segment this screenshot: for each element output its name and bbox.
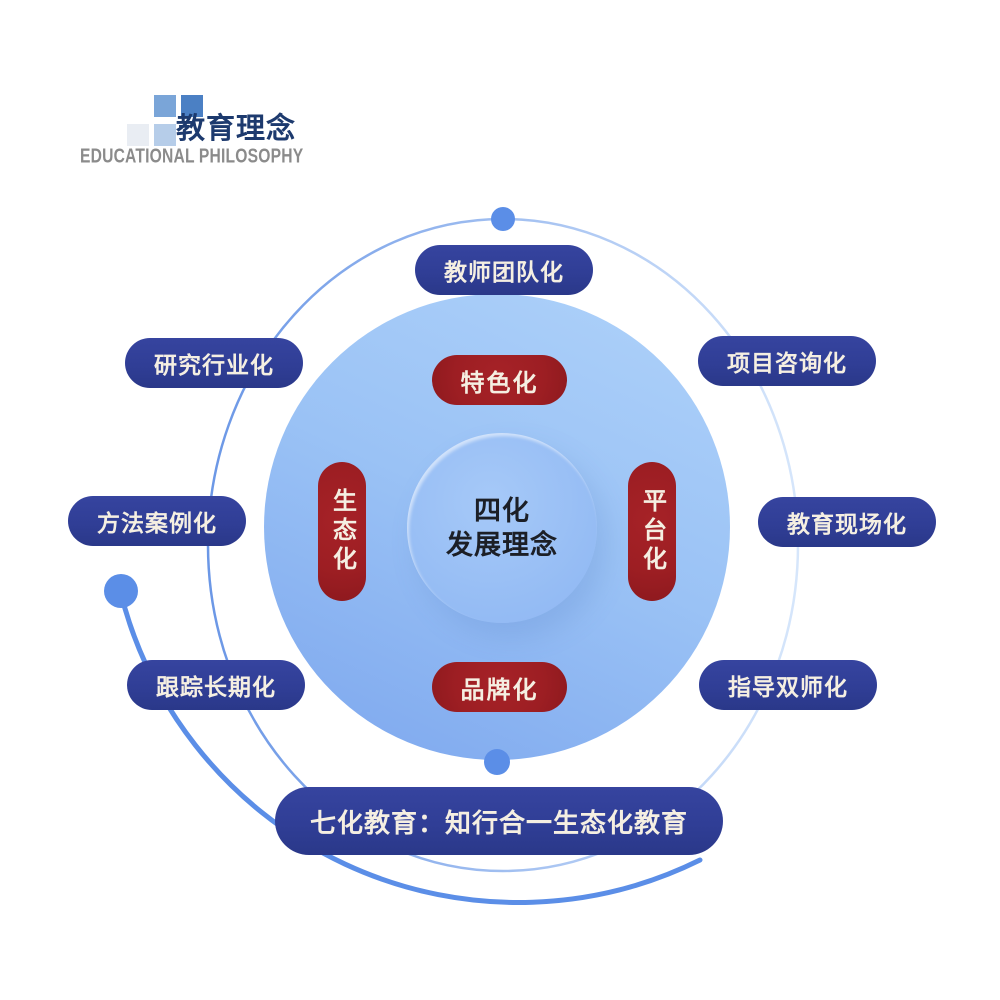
orbit-dot-top-icon	[491, 207, 515, 231]
outer-pill-left: 方法案例化	[68, 496, 246, 546]
outer-pill-upper-left: 研究行业化	[125, 338, 303, 388]
logo-square-icon	[127, 124, 149, 146]
outer-pill-lower-left: 跟踪长期化	[127, 660, 305, 710]
inner-pill-bottom: 品牌化	[432, 662, 567, 712]
logo-square-icon	[181, 95, 203, 117]
logo-square-icon	[154, 95, 176, 117]
inner-pill-top: 特色化	[432, 355, 567, 405]
logo-subtitle: EDUCATIONAL PHILOSOPHY	[80, 145, 304, 168]
logo-title: 教育理念	[176, 113, 297, 145]
inner-pill-right: 平台化	[628, 462, 676, 601]
logo-square-icon	[154, 124, 176, 146]
center-title-line2: 发展理念	[446, 530, 558, 560]
center-title-line1: 四化	[474, 496, 530, 526]
inner-circle: 四化 发展理念	[407, 433, 597, 623]
orbit-dot-left-icon	[104, 574, 138, 608]
outer-pill-upper-right: 项目咨询化	[698, 336, 876, 386]
inner-pill-left: 生态化	[318, 462, 366, 601]
outer-pill-lower-right: 指导双师化	[699, 660, 877, 710]
logo: 教育理念 EDUCATIONAL PHILOSOPHY	[0, 0, 320, 180]
center-title: 四化 发展理念	[446, 494, 558, 562]
banner: 七化教育：知行合一生态化教育	[275, 787, 723, 855]
outer-pill-right: 教育现场化	[758, 497, 936, 547]
outer-pill-top: 教师团队化	[415, 245, 593, 295]
